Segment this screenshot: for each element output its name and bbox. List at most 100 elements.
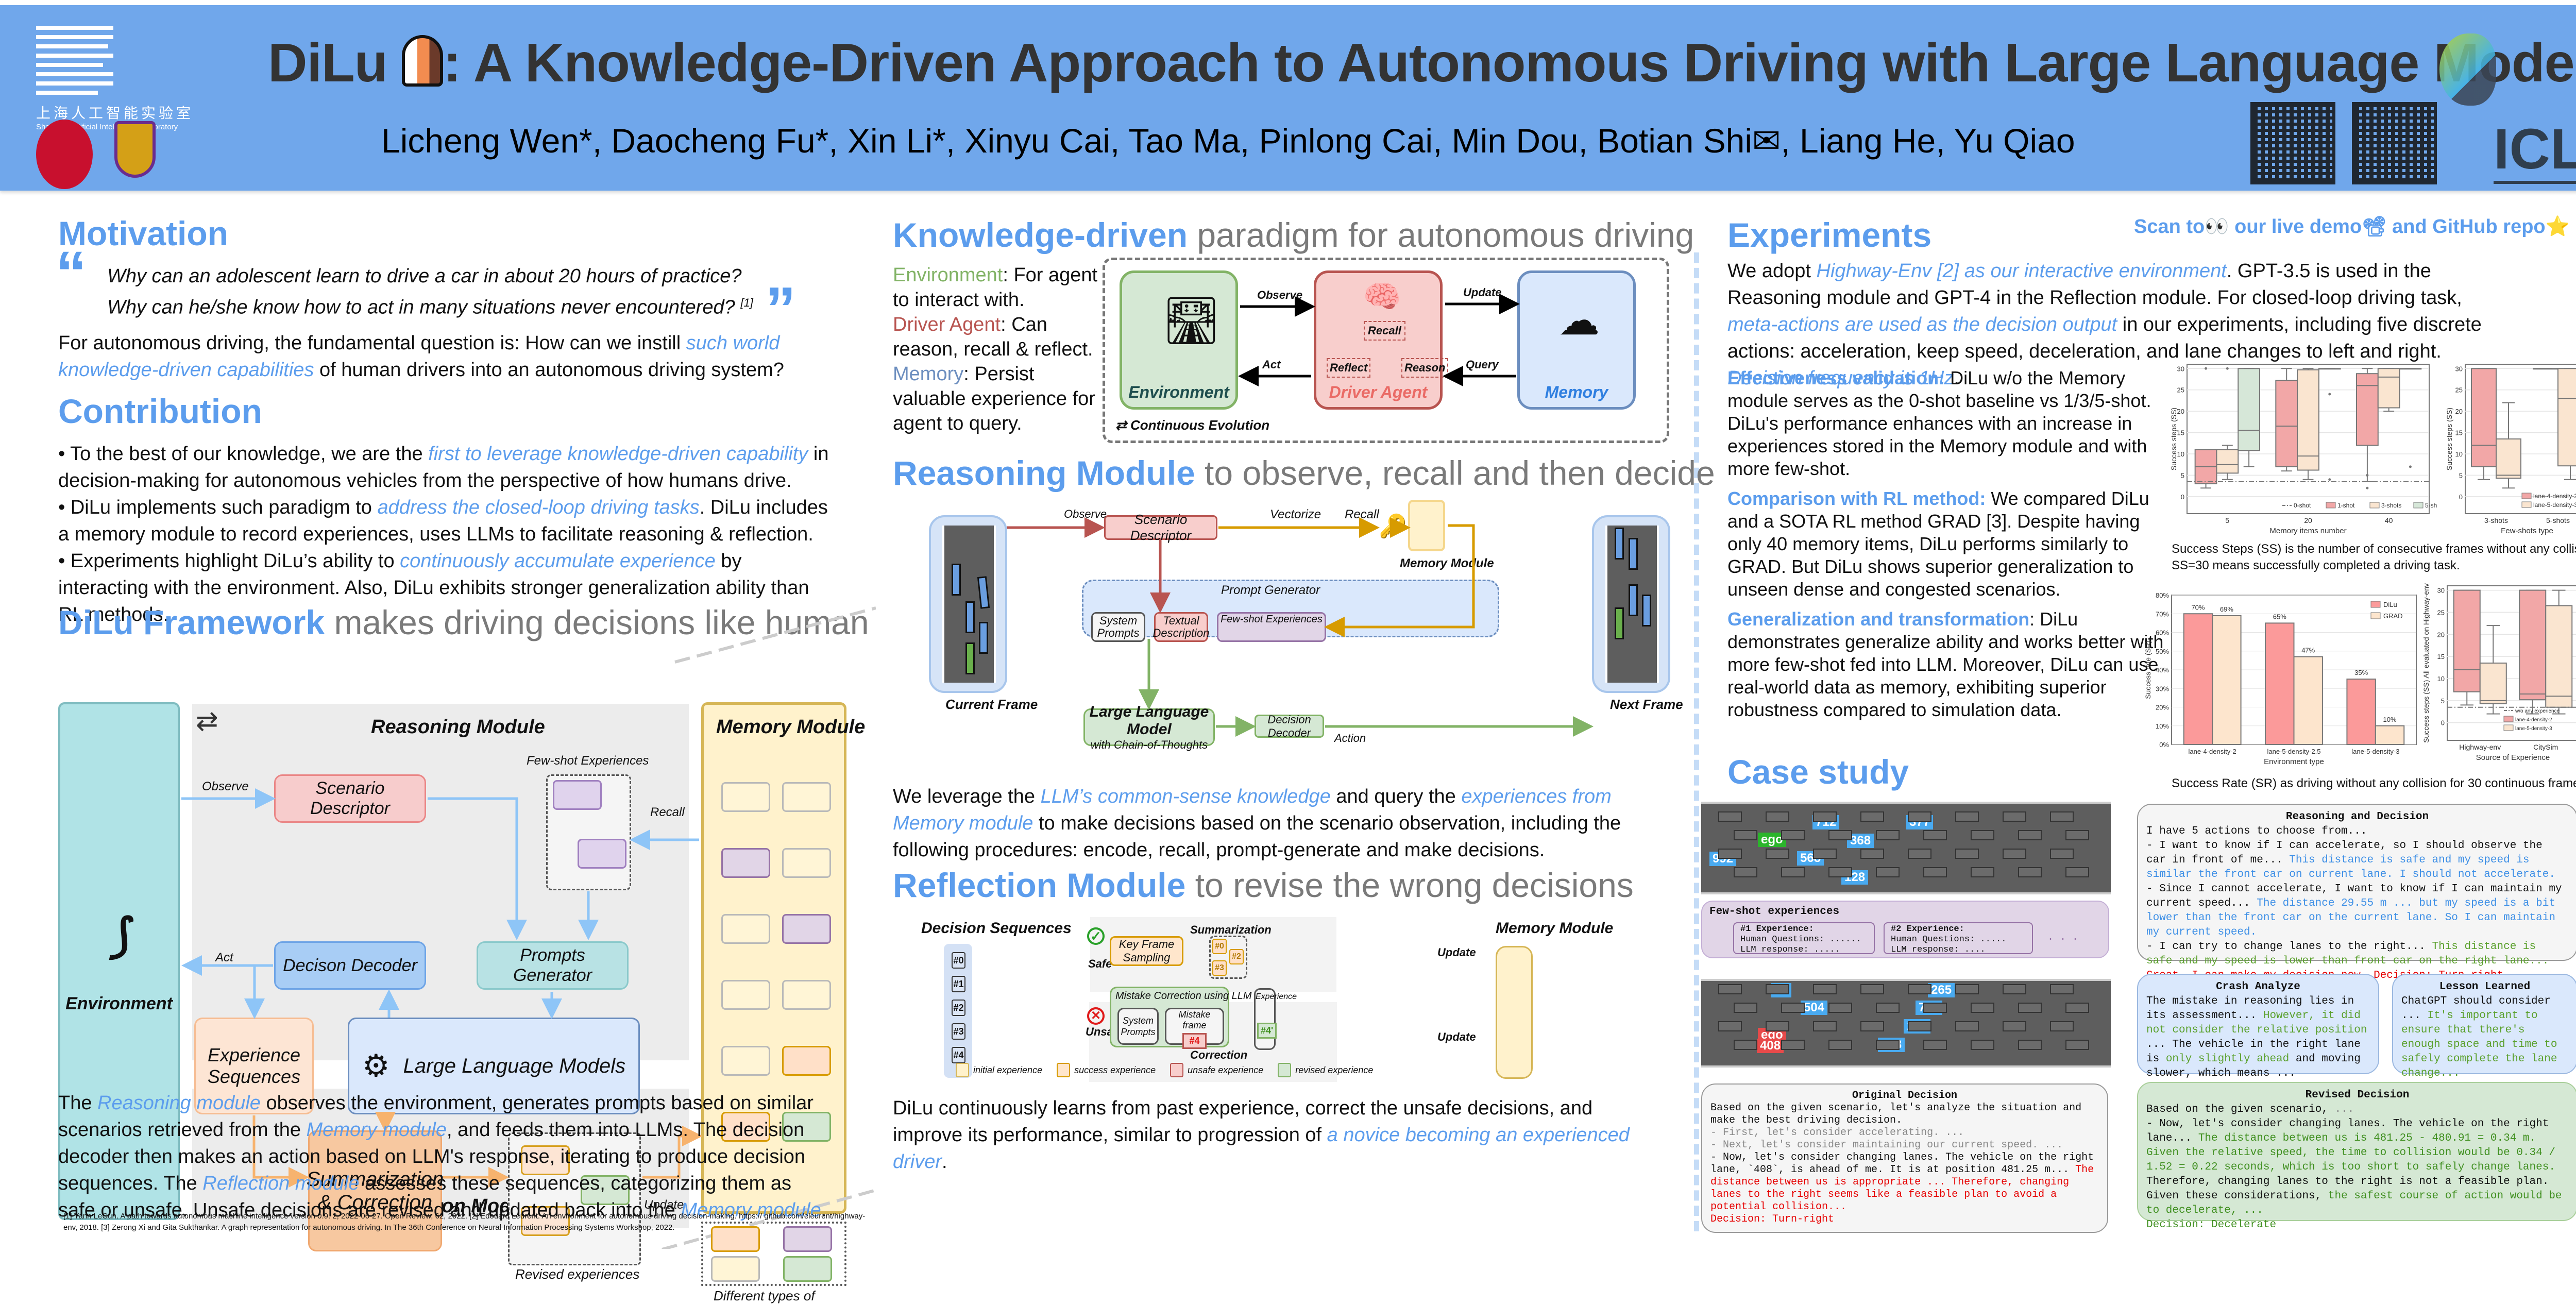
agent-definition: Driver Agent: Can reason, recall & refle… bbox=[893, 312, 1099, 362]
recall-label: Recall bbox=[1345, 507, 1379, 521]
legend-label: lane-5-density-3 bbox=[2515, 726, 2552, 732]
x-axis-label: Environment type bbox=[2264, 757, 2324, 766]
legend-swatch bbox=[2521, 501, 2532, 508]
outlier bbox=[2328, 478, 2331, 481]
legend-swatch bbox=[2326, 502, 2336, 509]
body-text: in our experiments, including five discr… bbox=[1727, 314, 2482, 362]
experience-revise bbox=[1254, 988, 1276, 1050]
case-text: The distance between us is appropriate .… bbox=[1710, 1164, 2094, 1225]
motivation-body: For autonomous driving, the fundamental … bbox=[58, 330, 816, 383]
motivation-body-post: of human drivers into an autonomous driv… bbox=[314, 359, 784, 381]
bar bbox=[2212, 615, 2242, 745]
vehicle bbox=[1971, 1040, 1994, 1050]
memory-cell bbox=[721, 782, 770, 812]
llm-cot-box: Large Language Model with Chain-of-Thoug… bbox=[1083, 703, 1215, 751]
safe-label: Safe bbox=[1088, 957, 1112, 970]
next-frame-label: Next Frame bbox=[1610, 697, 1683, 712]
vehicle bbox=[2050, 811, 2074, 822]
update-label: Update bbox=[1437, 1030, 1476, 1043]
vehicle bbox=[2065, 867, 2089, 877]
query-label: Query bbox=[1466, 358, 1499, 371]
y-tick-label: 15 bbox=[2455, 429, 2463, 437]
box bbox=[2275, 380, 2298, 467]
demo-qr-code[interactable] bbox=[2250, 102, 2335, 184]
reasoning-body: We leverage the LLM’s common-sense knowl… bbox=[893, 783, 1645, 863]
experience-type-swatch bbox=[711, 1226, 760, 1252]
knowledge-heading-sub: paradigm for autonomous driving bbox=[1188, 216, 1694, 254]
legend-swatch bbox=[2503, 724, 2514, 731]
highlight-text: Reasoning module bbox=[97, 1092, 261, 1114]
experience-sequences-label: Sequences bbox=[207, 1066, 301, 1087]
legend-swatch bbox=[956, 1063, 969, 1077]
outlier bbox=[2226, 367, 2229, 370]
action-label: Action bbox=[1334, 732, 1366, 744]
scan-prompt: Scan to👀 our live demo📽 and GitHub repo⭐ bbox=[2134, 216, 2570, 238]
highlight-text: LLM’s common-sense knowledge bbox=[1040, 786, 1331, 807]
box bbox=[2453, 589, 2481, 692]
legend-item: revised experience bbox=[1278, 1063, 1373, 1077]
car bbox=[965, 601, 975, 633]
legend-label: DiLu bbox=[2383, 601, 2397, 608]
y-tick-label: 25 bbox=[2455, 386, 2463, 394]
box bbox=[2557, 368, 2576, 467]
knowledge-definitions: Environment: For agent to interact with.… bbox=[893, 263, 1099, 436]
memory-cell bbox=[721, 1112, 770, 1142]
framework-body: The Reasoning module observes the enviro… bbox=[58, 1090, 831, 1224]
different-types-label: Different types of bbox=[714, 1288, 815, 1304]
y-tick-label: 30 bbox=[2437, 587, 2445, 595]
reflection-heading-sub: to revise the wrong decisions bbox=[1185, 866, 1634, 904]
case-text: I have 5 actions to choose from... - I w… bbox=[2146, 825, 2543, 866]
legend-label: revised experience bbox=[1295, 1064, 1374, 1075]
car bbox=[1629, 538, 1638, 570]
textual-description-label: Textual bbox=[1163, 614, 1199, 627]
y-tick-label: 40% bbox=[2156, 666, 2169, 674]
paragraph-body: DiLu w/o the Memory module serves as the… bbox=[1727, 367, 2151, 479]
few-shot-panel: Few-shot experiences #1 Experience:Human… bbox=[1701, 901, 2109, 958]
vehicle bbox=[1734, 1003, 1757, 1013]
few-shot-label: Few-shot Experiences bbox=[1221, 614, 1323, 625]
memory-cell bbox=[782, 1112, 831, 1142]
update-label: Update bbox=[1437, 946, 1476, 959]
vehicle bbox=[2050, 1021, 2074, 1031]
textual-description-label: Description bbox=[1153, 626, 1210, 639]
exp-line: #1 Experience: bbox=[1740, 924, 1814, 934]
revised-cell bbox=[521, 1145, 570, 1175]
legend-label: GRAD bbox=[2383, 612, 2403, 620]
experience-type-swatch bbox=[783, 1256, 832, 1282]
prompt-generator-label: Prompt Generator bbox=[1221, 583, 1320, 597]
summarization-label: Summarization bbox=[1190, 923, 1272, 936]
case-text: This distance is safe and my speed is si… bbox=[2146, 854, 2555, 880]
bar-value-label: 69% bbox=[2220, 605, 2233, 613]
legend-swatch bbox=[2370, 601, 2381, 608]
vehicle bbox=[2065, 1040, 2089, 1050]
legend-swatch bbox=[2521, 493, 2532, 499]
prompts-generator-box: Prompts Generator bbox=[477, 941, 629, 990]
observe-label: Observe bbox=[1064, 507, 1107, 520]
github-qr-code[interactable] bbox=[2352, 102, 2437, 184]
current-frame-illustration bbox=[929, 515, 1007, 693]
paragraph-title: Comparison with RL method: bbox=[1727, 488, 1986, 509]
y-axis-label: Success steps (SS) bbox=[2445, 408, 2453, 470]
case-text: - Since I cannot accelerate, I want to k… bbox=[2146, 883, 2562, 909]
box bbox=[2377, 368, 2400, 409]
contribution-highlight: address the closed-loop driving tasks bbox=[377, 497, 700, 518]
memory-cell bbox=[782, 848, 831, 878]
cuhk-crest-logo bbox=[114, 121, 156, 178]
vehicle bbox=[1860, 849, 1884, 859]
vehicle bbox=[1876, 867, 1900, 877]
mistake-frame-box: Mistake frame #4 bbox=[1165, 1008, 1224, 1049]
close-quote-icon: ” bbox=[765, 275, 796, 344]
bar bbox=[2293, 656, 2323, 745]
vehicle bbox=[1908, 811, 1931, 822]
box bbox=[2545, 605, 2573, 708]
y-tick-label: 30 bbox=[2177, 365, 2184, 372]
experience-type-swatch bbox=[711, 1256, 760, 1282]
vehicle bbox=[1908, 984, 1931, 994]
system-prompts-label: System bbox=[1099, 614, 1138, 627]
llm-box: ⚙Large Language Models bbox=[348, 1018, 640, 1114]
ss-caption: Success Steps (SS) is the number of cons… bbox=[2172, 542, 2576, 572]
vehicle bbox=[1766, 1021, 1789, 1031]
highlight-text: Memory module bbox=[681, 1199, 821, 1221]
